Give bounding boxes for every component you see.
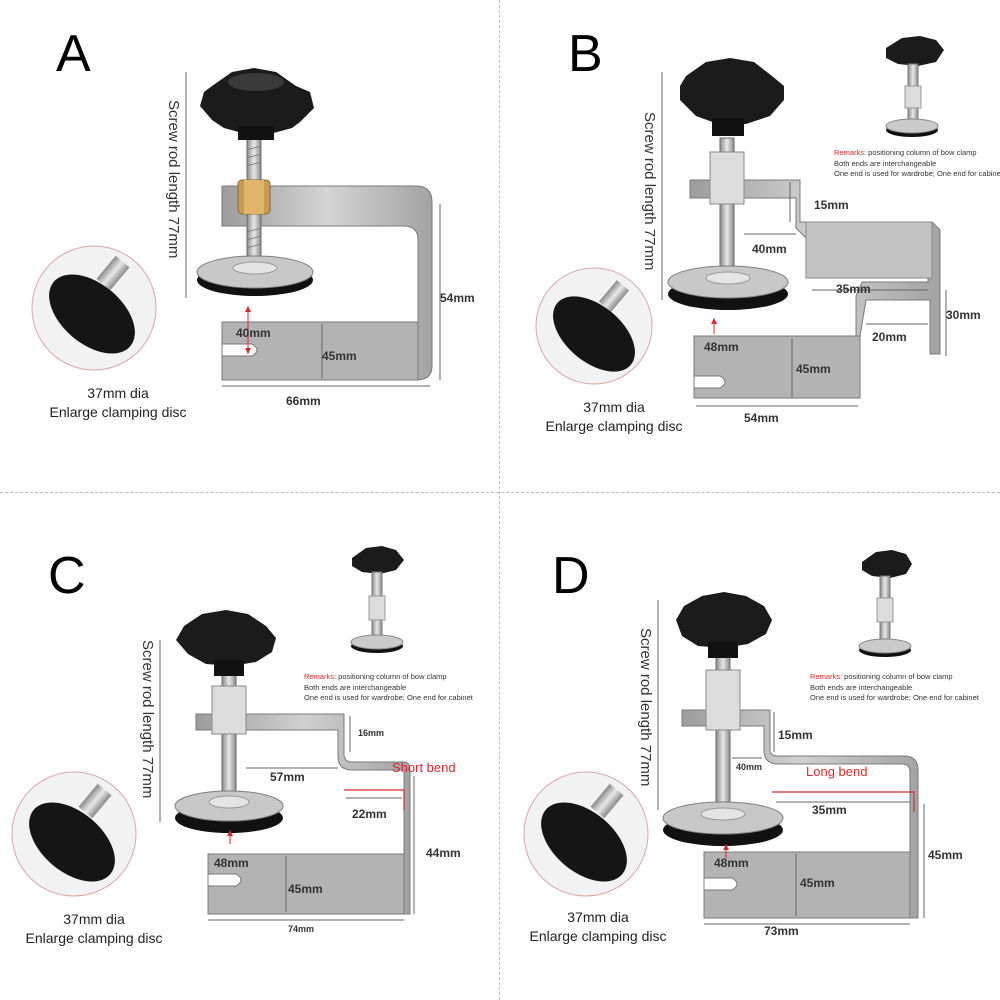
panel-d-step-dim: 15mm	[778, 728, 813, 742]
panel-b-disc-caption: 37mm dia Enlarge clamping disc	[540, 398, 688, 436]
panel-b: B Screw rod length 77mm Remarks: positio…	[500, 0, 1000, 492]
panel-a-inner-dim: 45mm	[322, 349, 357, 363]
panel-d-bend-dim: 35mm	[812, 803, 847, 817]
panel-d-letter: D	[552, 547, 590, 605]
panel-d-remarks: Remarks: positioning column of bow clamp…	[810, 672, 979, 704]
clamp-a-illustration	[31, 68, 441, 387]
remarks-line-1: positioning column of bow clamp	[842, 672, 953, 681]
panel-b-screw-length-label: Screw rod length 77mm	[641, 112, 658, 271]
caption-line-1: 37mm dia	[63, 911, 125, 927]
panel-b-letter: B	[568, 25, 603, 83]
remarks-line-3: One end is used for wardrobe; One end fo…	[834, 169, 1000, 178]
panel-c-bend-label: Short bend	[392, 760, 456, 775]
panel-b-remarks: Remarks: positioning column of bow clamp…	[834, 148, 1000, 180]
caption-line-1: 37mm dia	[583, 399, 645, 415]
panel-a-screw-length-label: Screw rod length 77mm	[165, 100, 182, 259]
panel-c-gap-dim: 48mm	[214, 856, 249, 870]
panel-b-inner-dim: 45mm	[796, 362, 831, 376]
panel-b-mid-dim: 35mm	[836, 282, 871, 296]
clamp-b-illustration	[535, 36, 947, 407]
caption-line-2: Enlarge clamping disc	[49, 403, 187, 420]
panel-d-disc-caption: 37mm dia Enlarge clamping disc	[524, 908, 672, 946]
clamp-d-illustration	[523, 550, 925, 925]
panel-a-gap-dim: 40mm	[236, 326, 271, 340]
panel-a-disc-caption: 37mm dia Enlarge clamping disc	[48, 384, 188, 422]
panel-d-screw-length-label: Screw rod length 77mm	[637, 628, 654, 787]
vertical-divider	[499, 0, 500, 1000]
remarks-line-3: One end is used for wardrobe; One end fo…	[810, 693, 979, 702]
panel-b-rise-dim: 30mm	[946, 308, 981, 322]
panel-d-gap-dim: 48mm	[714, 856, 749, 870]
panel-d-bend-label: Long bend	[806, 764, 868, 779]
caption-line-1: 37mm dia	[87, 385, 149, 401]
panel-c-inner-dim: 45mm	[288, 882, 323, 896]
remarks-prefix: Remarks:	[834, 148, 867, 157]
panel-d: D Screw rod length 77mm Remarks: positio…	[500, 500, 1000, 992]
caption-line-2: Enlarge clamping disc	[545, 417, 683, 434]
panel-d-top-dim: 40mm	[736, 762, 763, 772]
panel-d-width-dim: 73mm	[764, 924, 799, 938]
panel-c-letter: C	[48, 547, 86, 605]
remarks-line-2: Both ends are interchangeable	[810, 682, 913, 692]
remarks-line-3: One end is used for wardrobe; One end fo…	[304, 693, 473, 702]
panel-b-gap-dim: 48mm	[704, 340, 739, 354]
remarks-prefix: Remarks:	[304, 672, 337, 681]
panel-c-height-dim: 44mm	[426, 846, 461, 860]
panel-d-inner-dim: 45mm	[800, 876, 835, 890]
panel-c-bend-dim: 22mm	[352, 807, 387, 821]
panel-a-width-dim: 66mm	[286, 394, 321, 408]
remarks-line-1: positioning column of bow clamp	[336, 672, 447, 681]
panel-b-inset-dim: 20mm	[872, 330, 907, 344]
remarks-line-2: Both ends are interchangeable	[304, 682, 407, 692]
clamp-c-illustration	[11, 546, 415, 921]
panel-c: C Screw rod length 77mm Remarks: positio…	[0, 500, 500, 992]
remarks-prefix: Remarks:	[810, 672, 843, 681]
panel-c-top-dim: 57mm	[270, 770, 305, 784]
panel-a-height-dim: 54mm	[440, 291, 475, 305]
panel-d-height-dim: 45mm	[928, 848, 963, 862]
horizontal-divider	[0, 492, 1000, 493]
panel-b-step-dim: 15mm	[814, 198, 849, 212]
panel-c-remarks: Remarks: positioning column of bow clamp…	[304, 672, 473, 704]
panel-b-width-dim: 54mm	[744, 411, 779, 425]
panel-c-step-dim: 16mm	[358, 728, 385, 738]
remarks-line-1: positioning column of bow clamp	[866, 148, 977, 157]
panel-c-disc-caption: 37mm dia Enlarge clamping disc	[20, 910, 168, 948]
panel-b-top-dim: 40mm	[752, 242, 787, 256]
caption-line-2: Enlarge clamping disc	[25, 929, 163, 946]
panel-c-width-dim: 74mm	[288, 924, 315, 934]
caption-line-1: 37mm dia	[567, 909, 629, 925]
panel-a: A Screw rod length 77mm 54mm 40mm 45mm 6…	[0, 0, 500, 492]
remarks-line-2: Both ends are interchangeable	[834, 158, 937, 168]
panel-a-letter: A	[56, 25, 91, 83]
panel-c-screw-length-label: Screw rod length 77mm	[139, 640, 156, 799]
caption-line-2: Enlarge clamping disc	[529, 927, 667, 944]
